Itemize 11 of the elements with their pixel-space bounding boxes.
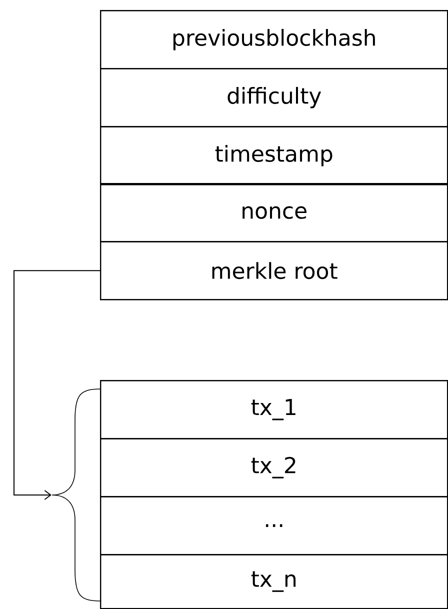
- table-row: previousblockhash: [100, 10, 448, 70]
- table-row: difficulty: [100, 68, 448, 128]
- table-row: nonce: [100, 183, 448, 242]
- table-row: timestamp: [100, 126, 448, 186]
- arrow: [14, 270, 100, 500]
- table-row: tx_1: [100, 380, 448, 440]
- table-row: ...: [100, 496, 448, 556]
- table-row: tx_n: [100, 554, 448, 609]
- brace: [52, 388, 100, 602]
- table-row: tx_2: [100, 438, 448, 498]
- table-row: merkle root: [100, 241, 448, 300]
